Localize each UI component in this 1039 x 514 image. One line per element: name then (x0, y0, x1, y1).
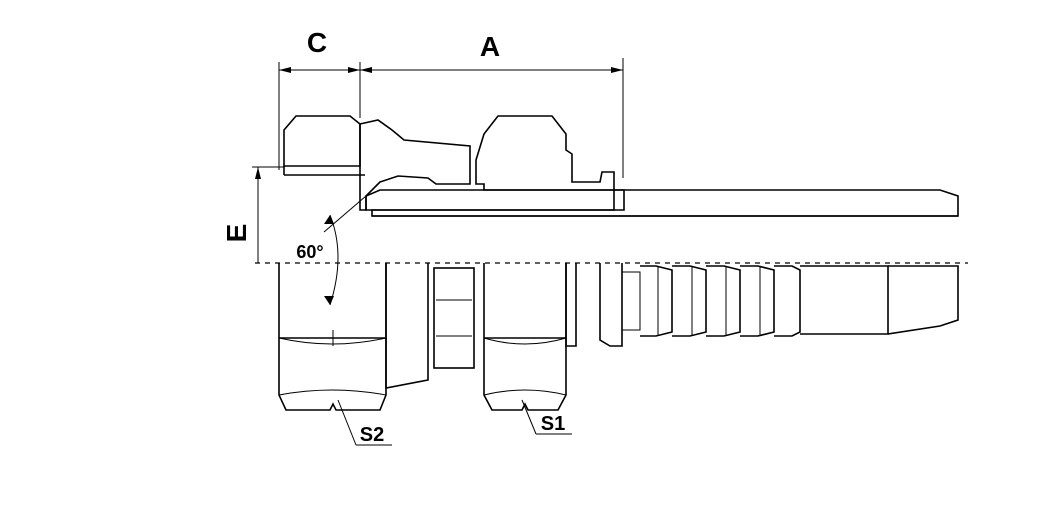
dim-e-label: E (221, 224, 252, 243)
body-section (475, 115, 615, 191)
dim-a-label: A (480, 31, 500, 62)
upper-section (283, 115, 959, 217)
ring-outline (433, 267, 475, 369)
hex-s2-label: S2 (360, 424, 384, 446)
angle-label: 60° (296, 242, 323, 262)
seat-section (359, 119, 471, 211)
lower-outline (278, 263, 959, 411)
hex-s1-label: S1 (541, 413, 565, 435)
tail-section (371, 189, 959, 217)
arrow-icon (360, 67, 372, 73)
nut-section (283, 115, 361, 167)
arrow-icon (324, 215, 334, 224)
leader-lines (337, 399, 572, 446)
body-hex-s1 (483, 263, 567, 411)
dimension-lines (252, 58, 624, 263)
arrow-icon (348, 67, 360, 73)
arrow-icon (255, 167, 261, 179)
angle-indicator (323, 195, 367, 306)
dim-c-label: C (307, 27, 327, 58)
tube-section (365, 189, 625, 211)
arrow-icon (611, 67, 623, 73)
arrow-icon (324, 296, 334, 305)
arrow-icon (279, 67, 291, 73)
nut-hex-s2 (278, 263, 387, 411)
